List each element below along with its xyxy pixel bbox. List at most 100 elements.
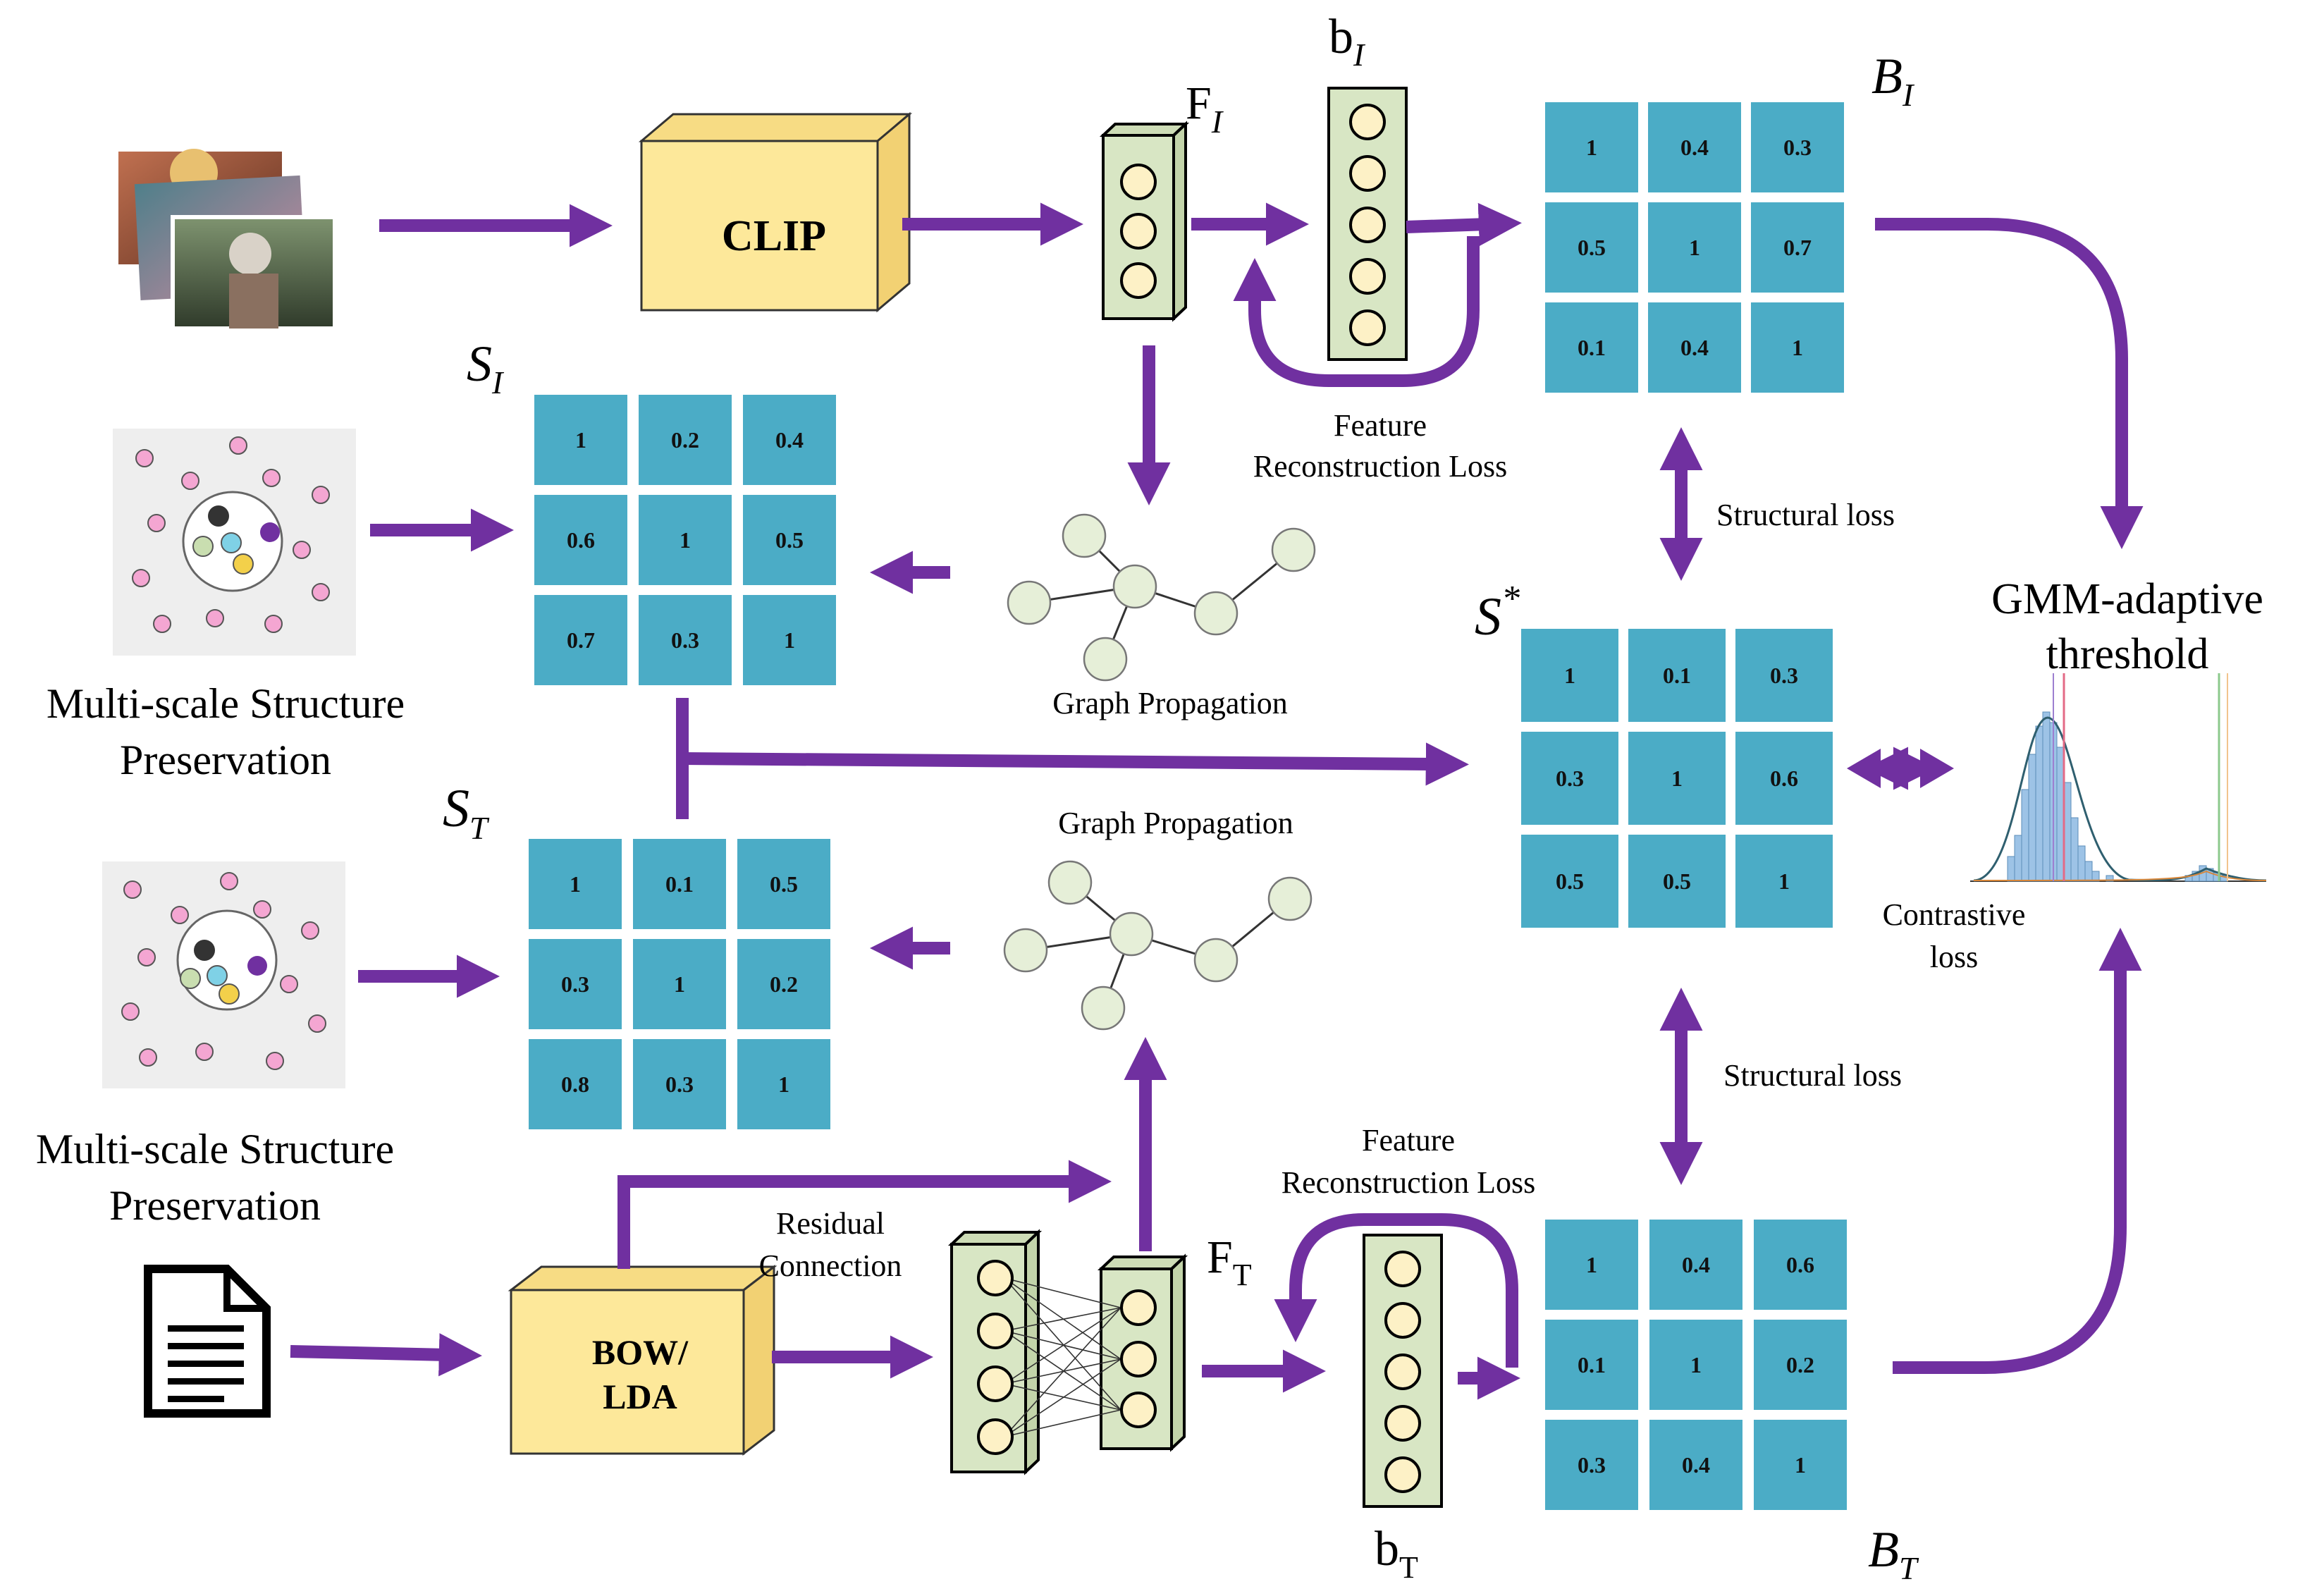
- structural-loss-top: Structural loss: [1716, 498, 1895, 532]
- arrow-doc-to-bow: [290, 1333, 482, 1377]
- SI-label: SI: [467, 336, 505, 400]
- matrix-cell: [1545, 102, 1638, 192]
- matrix-cell: [743, 595, 836, 685]
- fi-node: [1120, 262, 1157, 299]
- text-document-icon: [144, 1265, 271, 1418]
- matrix-cell: [1521, 835, 1618, 928]
- matrix-cell: [529, 1039, 622, 1129]
- matrix-cell-value: 0.3: [561, 971, 589, 997]
- Sstar-label: S*: [1475, 579, 1520, 646]
- matrix-cell-value: 0.6: [1770, 766, 1798, 791]
- clip-label: CLIP: [722, 212, 826, 260]
- matrix-cell: [1521, 732, 1618, 825]
- graph-propagation-bottom: [1003, 860, 1313, 1031]
- matrix-cell-value: 1: [1778, 868, 1790, 894]
- matrix-cell: [1735, 629, 1833, 722]
- matrix-cell: [1649, 1320, 1742, 1410]
- image-stack-icon: [118, 149, 337, 331]
- matrix-cell: [633, 939, 726, 1029]
- matrix-cell: [534, 495, 627, 585]
- arrow-bi-to-BI: [1406, 202, 1522, 247]
- matrix-cell-value: 0.4: [1680, 135, 1709, 160]
- matrix-cell-value: 0.7: [567, 627, 595, 653]
- bow-label-line1: BOW/: [592, 1332, 689, 1372]
- matrix-cell-value: 0.5: [1663, 868, 1691, 894]
- gmm-line2: threshold: [2046, 630, 2209, 678]
- ft-label: FT: [1207, 1232, 1252, 1292]
- arrow-S-fusion-to-Sstar: [682, 742, 1469, 786]
- matrix-cell-value: 0.3: [671, 627, 699, 653]
- bow-lda-encoder-box: BOW/ LDA: [508, 1264, 777, 1456]
- msp-bot-line2: Preservation: [109, 1182, 321, 1229]
- matrix-cell-value: 0.3: [1770, 663, 1798, 688]
- matrix-cell-value: 1: [1671, 766, 1683, 791]
- matrix-cell: [1628, 629, 1726, 722]
- contrastive-arrowhead-right: [1920, 749, 1954, 788]
- matrix-cell: [529, 839, 622, 929]
- matrix-cell-value: 1: [1586, 135, 1597, 160]
- matrix-cell-value: 0.5: [1556, 868, 1584, 894]
- matrix-cell-value: 0.6: [567, 527, 595, 553]
- gmm-histogram-icon: [1970, 673, 2267, 882]
- matrix-cell-value: 0.8: [561, 1072, 589, 1097]
- bt-label: bT: [1375, 1522, 1418, 1585]
- frl-bot-line2: Reconstruction Loss: [1281, 1165, 1536, 1200]
- matrix-cell-value: 0.1: [1578, 1352, 1606, 1377]
- matrix-cell: [534, 395, 627, 485]
- matrix-cell-value: 0.4: [1682, 1452, 1710, 1478]
- matrix-cell-value: 1: [1586, 1252, 1597, 1277]
- matrix-cell: [737, 1039, 830, 1129]
- matrix-cell-value: 0.1: [1578, 335, 1606, 360]
- BT-label: BT: [1868, 1521, 1919, 1586]
- matrix-cell: [1649, 1420, 1742, 1510]
- matrix-cell-value: 1: [1690, 1352, 1702, 1377]
- frl-bot-line1: Feature: [1362, 1123, 1455, 1158]
- matrix-cell: [1735, 835, 1833, 928]
- matrix-cell: [1545, 202, 1638, 293]
- matrix-cell: [639, 395, 732, 485]
- matrix-cell-value: 1: [680, 527, 691, 553]
- matrix-cell: [1648, 302, 1741, 393]
- msp-top-line1: Multi-scale Structure: [47, 680, 405, 727]
- bow-label-line2: LDA: [603, 1377, 677, 1416]
- matrix-cell: [1735, 732, 1833, 825]
- BI-label: BI: [1871, 48, 1915, 113]
- matrix-cell-value: 0.3: [1578, 1452, 1606, 1478]
- matrix-cell-value: 1: [778, 1072, 789, 1097]
- matrix-cell: [639, 595, 732, 685]
- matrix-cell: [1628, 835, 1726, 928]
- frl-top-line1: Feature: [1334, 408, 1427, 443]
- contrastive-line2: loss: [1930, 940, 1978, 974]
- matrix-cell-value: 1: [674, 971, 685, 997]
- matrix-cell-value: 0.5: [1578, 235, 1606, 260]
- matrix-cell: [633, 1039, 726, 1129]
- frl-top-line2: Reconstruction Loss: [1253, 449, 1508, 484]
- matrix-cell: [1649, 1220, 1742, 1310]
- multiscale-structure-icon-bottom: [102, 861, 345, 1088]
- multiscale-structure-icon-top: [113, 429, 356, 656]
- arrow-BT-to-gmm: [1893, 928, 2142, 1374]
- matrix-cell: [743, 395, 836, 485]
- residual-line2: Connection: [759, 1248, 902, 1283]
- contrastive-line1: Contrastive: [1883, 897, 2026, 932]
- matrix-cell-value: 0.4: [775, 427, 804, 453]
- matrix-cell-value: 0.3: [665, 1072, 694, 1097]
- matrix-cell: [1545, 1320, 1638, 1410]
- matrix-cell: [1545, 1220, 1638, 1310]
- matrix-cell-value: 0.6: [1786, 1252, 1814, 1277]
- matrix-cell-value: 1: [1792, 335, 1803, 360]
- matrix-cell: [1545, 1420, 1638, 1510]
- matrix-cell: [1751, 102, 1844, 192]
- matrix-cell: [1754, 1220, 1847, 1310]
- matrix-cell-value: 0.3: [1556, 766, 1584, 791]
- fi-node: [1120, 213, 1157, 250]
- arrow-frl-top-loop: [1233, 236, 1480, 387]
- matrix-cell-value: 0.2: [770, 971, 798, 997]
- structural-loss-bottom: Structural loss: [1723, 1058, 1902, 1093]
